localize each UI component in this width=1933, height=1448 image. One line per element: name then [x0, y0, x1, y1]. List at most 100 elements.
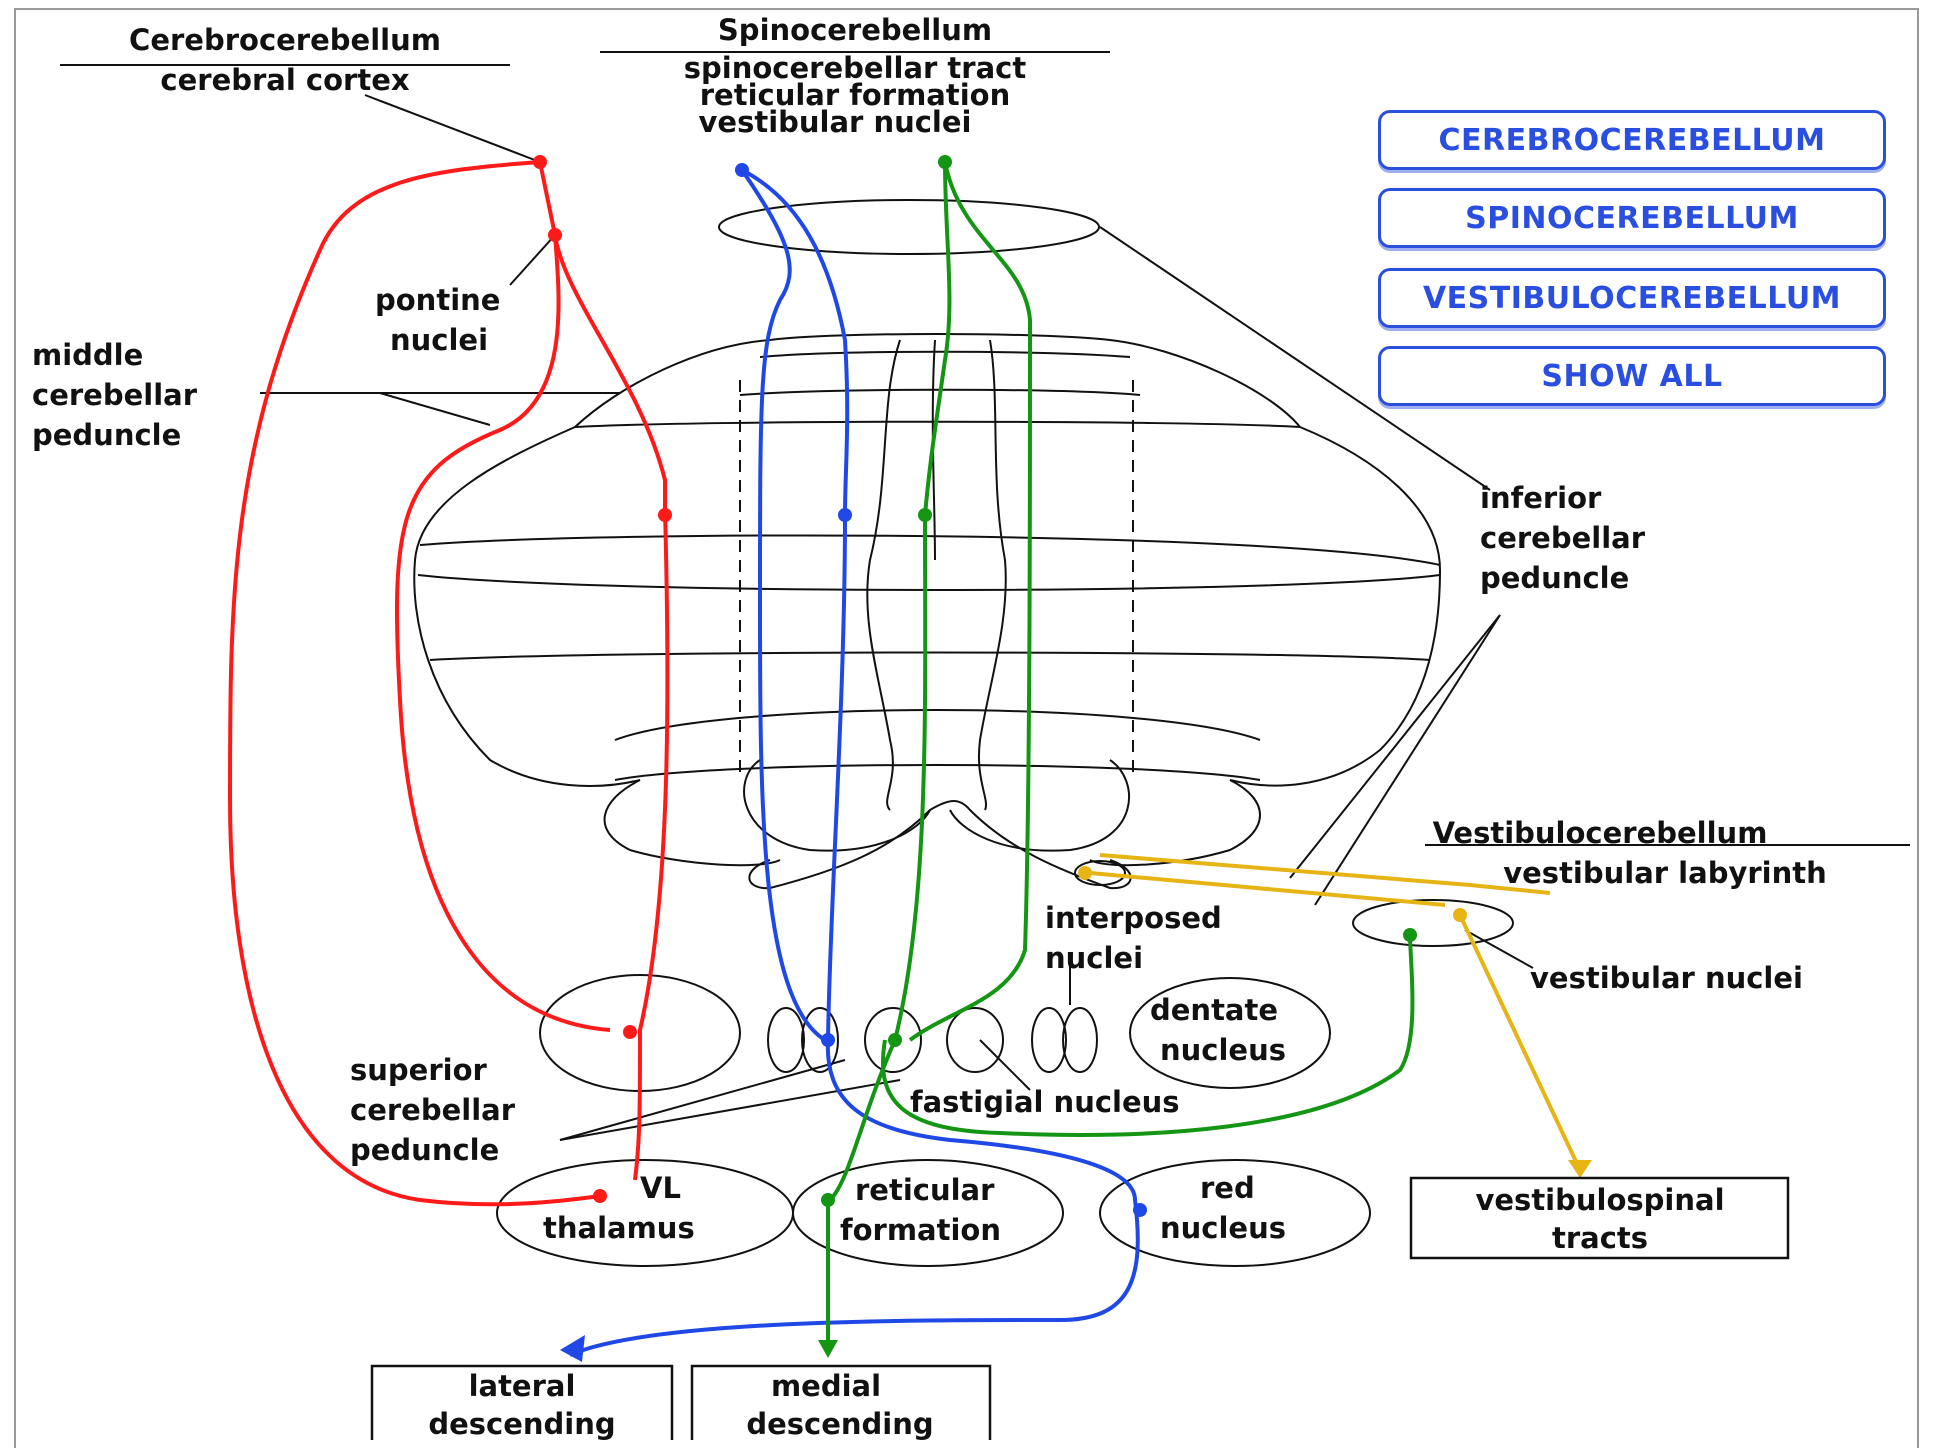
- dentate-label-1: dentate: [1150, 993, 1278, 1027]
- vermis-left: [866, 339, 901, 811]
- dashed-guides: [739, 380, 1134, 780]
- scp-label-3: peduncle: [350, 1133, 499, 1167]
- cerebellum-left-lobe-bottom: [603, 779, 781, 867]
- icp-label-1: inferior: [1480, 481, 1602, 515]
- cerebro-title: Cerebrocerebellum: [129, 23, 441, 57]
- reticular-label-2: formation: [840, 1213, 1001, 1247]
- arrow-medial: [818, 1340, 838, 1358]
- red-label-1: red: [1200, 1171, 1255, 1205]
- leader-vestibular-nuclei: [1464, 929, 1534, 969]
- spinocerebellum-button[interactable]: SPINOCEREBELLUM: [1378, 188, 1886, 248]
- leader-icp-a: [1289, 614, 1501, 879]
- arrow-lateral: [560, 1335, 585, 1362]
- fold-7: [614, 709, 1261, 741]
- cerebral-peduncle-ellipse: [718, 199, 1100, 255]
- green-to-reticular: [828, 514, 928, 1202]
- mcp-label-1: middle: [32, 338, 143, 372]
- dot-green-reticular: [821, 1193, 835, 1207]
- nuclei: [496, 860, 1514, 1267]
- leader-icp-top: [1099, 226, 1491, 491]
- fold-6: [429, 651, 1431, 661]
- fastigial-right: [946, 1007, 1004, 1073]
- reticular-label-1: reticular: [855, 1173, 995, 1207]
- dot-yellow-nuclei: [1453, 908, 1467, 922]
- vl-label-2: thalamus: [543, 1211, 695, 1245]
- cerebrocerebellum-button[interactable]: CEREBROCEREBELLUM: [1378, 110, 1886, 170]
- flocculus-ellipse: [1074, 860, 1126, 886]
- red-pontine-to-dentate: [394, 234, 611, 1032]
- spinocerebellum-blue-pathway: [569, 168, 1140, 1357]
- fold-1: [759, 350, 1131, 358]
- vestibulospinal-label-2: tracts: [1552, 1221, 1648, 1255]
- leader-mcp-b: [379, 392, 491, 426]
- cerebellum-left-outline: [413, 426, 641, 787]
- spino-title: Spinocerebellum: [718, 13, 992, 47]
- pontine-label-1: pontine: [375, 283, 500, 317]
- cerebellum-right-lobe-bottom: [1089, 779, 1261, 867]
- red-cortex-to-pontine: [538, 161, 557, 236]
- medial-label-2: descending: [746, 1407, 933, 1440]
- leader-fastigial: [979, 1039, 1031, 1091]
- dot-blue-input: [735, 163, 749, 177]
- reticular-formation-ellipse: [792, 1159, 1064, 1267]
- interposed-b: [1062, 1007, 1098, 1073]
- vestibular-nuclei-label: vestibular nuclei: [1530, 961, 1803, 995]
- icp-label-3: peduncle: [1480, 561, 1629, 595]
- yellow-to-vestibulospinal: [1458, 914, 1582, 1171]
- leader-pontine: [509, 234, 556, 286]
- red-dentate-to-thalamus: [633, 509, 670, 1181]
- vestibular-nuclei-ellipse: [1352, 899, 1514, 947]
- fold-4: [419, 534, 1441, 566]
- fastigial-left-a: [767, 1007, 805, 1073]
- diagram-labels: Cerebrocerebellum cerebral cortex Spinoc…: [32, 13, 1827, 1247]
- mcp-label-3: peduncle: [32, 418, 181, 452]
- leader-scp-b: [559, 1079, 901, 1141]
- yellow-labyrinth: [1099, 853, 1551, 895]
- spino-source-2: reticular formation: [700, 78, 1011, 112]
- leader-scp-a: [559, 1059, 846, 1141]
- fold-2: [739, 388, 1141, 396]
- dot-blue-red-nucleus: [1133, 1203, 1147, 1217]
- vestibulocerebellum-button[interactable]: VESTIBULOCEREBELLUM: [1378, 268, 1886, 328]
- red-cortex-to-thalamus: [227, 160, 601, 1207]
- show-all-button[interactable]: SHOW ALL: [1378, 346, 1886, 406]
- cerebellum-outline: [413, 199, 1442, 890]
- interposed-label-1: interposed: [1045, 901, 1222, 935]
- dot-green-cerebellum: [918, 508, 932, 522]
- leader-cortex: [364, 94, 541, 163]
- arrow-vestibulospinal: [1568, 1160, 1592, 1178]
- scp-label-2: cerebellar: [350, 1093, 516, 1127]
- vestibulo-source: vestibular labyrinth: [1503, 856, 1827, 890]
- medial-label-1: medial: [771, 1369, 881, 1403]
- vl-label-1: VL: [640, 1171, 681, 1205]
- green-to-cerebellum: [923, 161, 952, 516]
- blue-to-nucleus: [740, 168, 827, 1042]
- interposed-label-2: nuclei: [1045, 941, 1143, 975]
- scp-label-1: superior: [350, 1053, 487, 1087]
- spinocerebellum-green-pathway: [826, 161, 1415, 1350]
- lateral-label-2: descending: [428, 1407, 615, 1440]
- dentate-label-2: nucleus: [1160, 1033, 1286, 1067]
- cerebro-source: cerebral cortex: [160, 63, 409, 97]
- tonsil-left: [743, 759, 931, 852]
- lateral-label-1: lateral: [469, 1369, 576, 1403]
- dot-yellow-flocculus: [1078, 866, 1092, 880]
- dot-blue-nucleus: [821, 1033, 835, 1047]
- dot-green-nucleus: [888, 1033, 902, 1047]
- dot-red-cerebellum: [658, 508, 672, 522]
- cerebellum-top-outline: [574, 333, 1301, 428]
- blue-to-lateral: [569, 1039, 1140, 1357]
- dot-green-input: [938, 155, 952, 169]
- spino-source-3: vestibular nuclei: [699, 105, 972, 139]
- mcp-label-2: cerebellar: [32, 378, 198, 412]
- tonsil-right: [949, 759, 1131, 852]
- fastigial-label: fastigial nucleus: [910, 1085, 1180, 1119]
- vestibulo-title: Vestibulocerebellum: [1433, 816, 1768, 850]
- terminal-dots: [533, 155, 1467, 1217]
- green-input: [908, 161, 1033, 1042]
- fastigial-mid: [864, 1007, 922, 1073]
- dot-blue-cerebellum: [838, 508, 852, 522]
- dot-green-vestibular: [1403, 928, 1417, 942]
- leader-icp-b: [1314, 614, 1501, 906]
